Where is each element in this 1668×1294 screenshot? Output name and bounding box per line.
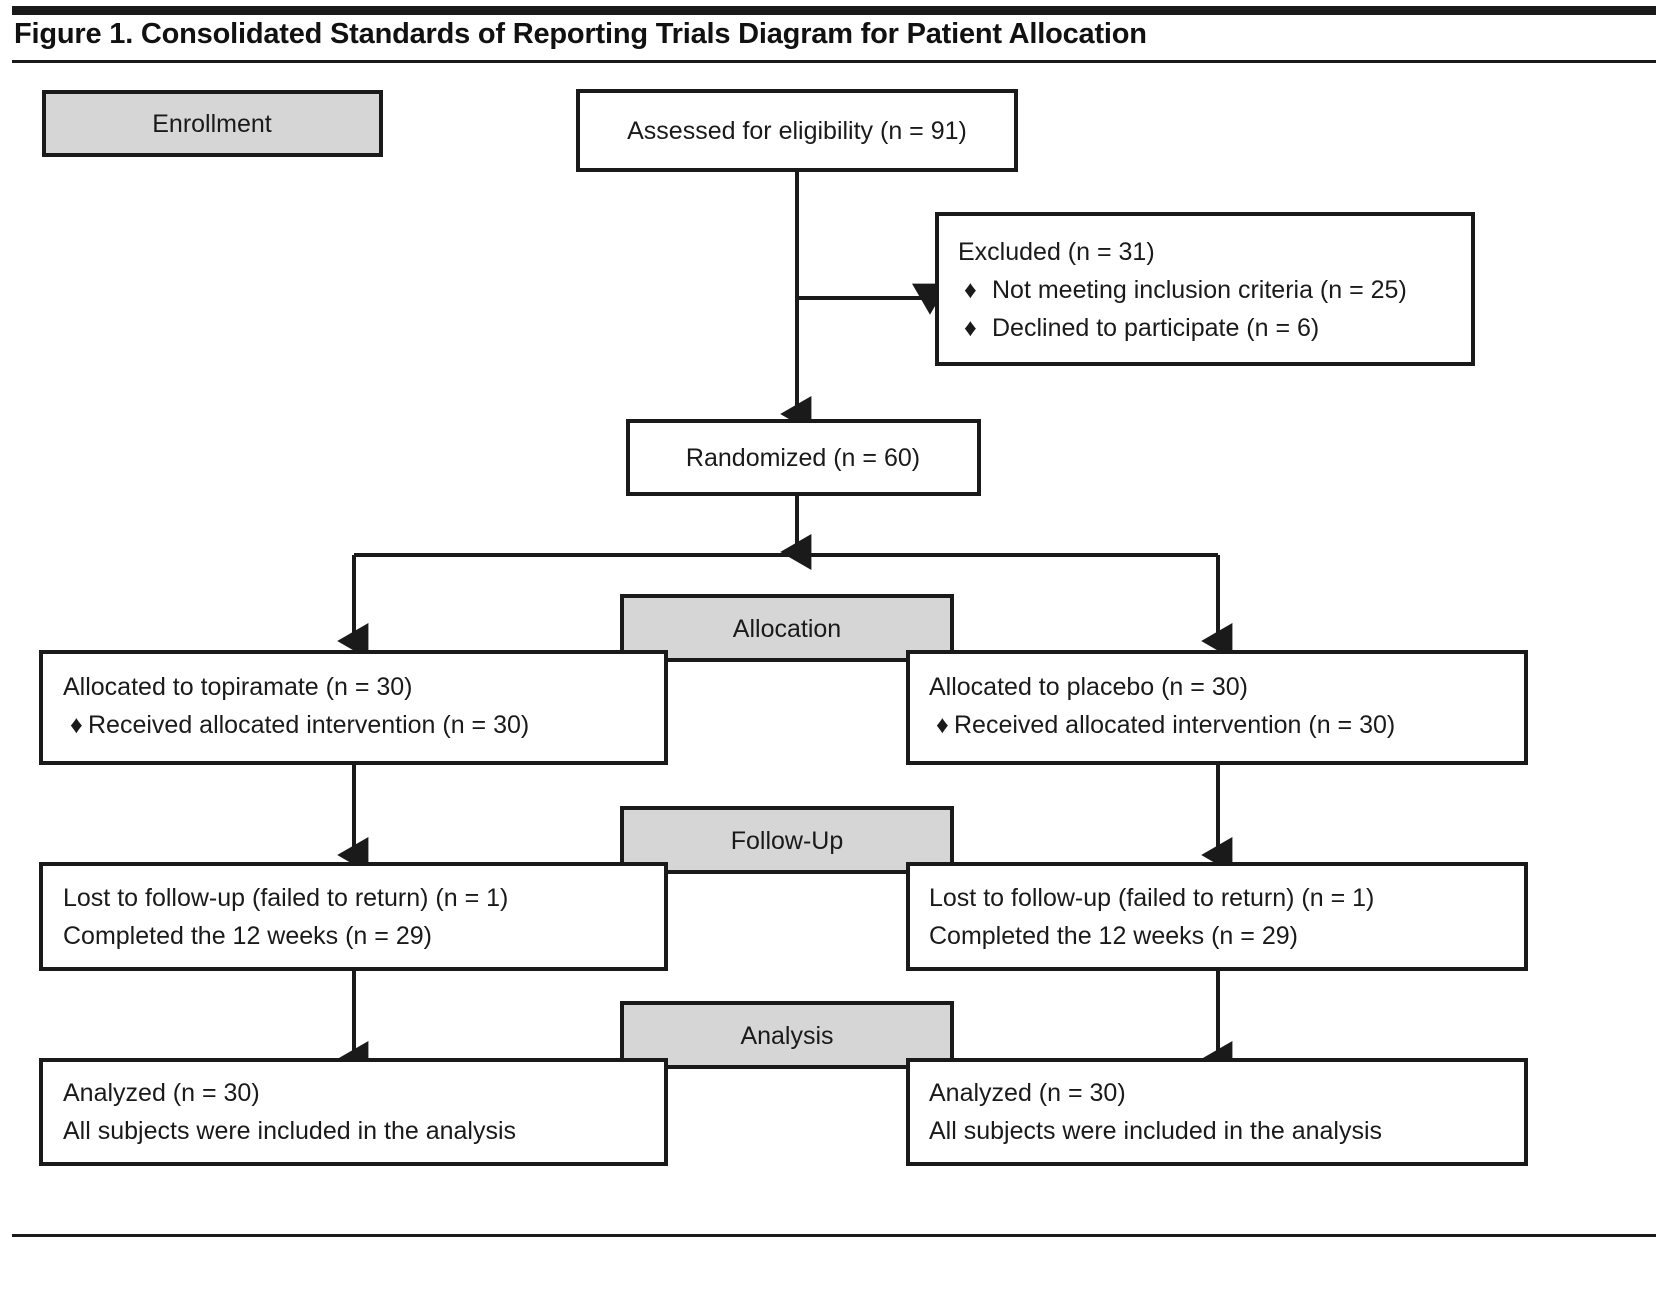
analysis-left-line-2: All subjects were included in the analys…: [63, 1117, 516, 1145]
analysis-right-line-1: Analyzed (n = 30): [929, 1079, 1126, 1107]
node-assessed-for-eligibility: Assessed for eligibility (n = 91): [576, 89, 1018, 172]
consort-flow-diagram: Enrollment Assessed for eligibility (n =…: [39, 89, 1528, 1166]
stage-label-analysis: Analysis: [740, 1022, 833, 1050]
stage-box-allocation: Allocation: [620, 594, 954, 662]
node-allocated-topiramate: Allocated to topiramate (n = 30) ♦ Recei…: [39, 650, 668, 765]
stage-box-analysis: Analysis: [620, 1001, 954, 1069]
node-followup-right: Lost to follow-up (failed to return) (n …: [906, 862, 1528, 971]
node-analysis-right: Analyzed (n = 30) All subjects were incl…: [906, 1058, 1528, 1166]
alloc-left-bullet-0-label: Received allocated intervention (n = 30): [88, 711, 529, 739]
stage-label-followup: Follow-Up: [731, 827, 844, 855]
followup-right-line-1: Lost to follow-up (failed to return) (n …: [929, 884, 1374, 912]
stage-box-followup: Follow-Up: [620, 806, 954, 874]
top-rule: [12, 6, 1656, 15]
assessed-label: Assessed for eligibility (n = 91): [627, 117, 967, 145]
randomized-label: Randomized (n = 60): [686, 444, 920, 472]
bottom-rule: [12, 1234, 1656, 1237]
alloc-right-bullet-0-label: Received allocated intervention (n = 30): [954, 711, 1395, 739]
analysis-right-line-2: All subjects were included in the analys…: [929, 1117, 1382, 1145]
analysis-left-line-1: Analyzed (n = 30): [63, 1079, 260, 1107]
node-analysis-left: Analyzed (n = 30) All subjects were incl…: [39, 1058, 668, 1166]
followup-right-line-2: Completed the 12 weeks (n = 29): [929, 922, 1298, 950]
excluded-bullet-1-marker: ♦: [964, 314, 977, 342]
node-followup-left: Lost to follow-up (failed to return) (n …: [39, 862, 668, 971]
followup-left-line-1: Lost to follow-up (failed to return) (n …: [63, 884, 508, 912]
node-allocated-placebo: Allocated to placebo (n = 30) ♦ Received…: [906, 650, 1528, 765]
excluded-title: Excluded (n = 31): [958, 238, 1155, 266]
alloc-right-title: Allocated to placebo (n = 30): [929, 673, 1248, 701]
stage-label-allocation: Allocation: [733, 615, 841, 643]
excluded-bullet-0-label: Not meeting inclusion criteria (n = 25): [992, 276, 1407, 304]
excluded-bullet-1-label: Declined to participate (n = 6): [992, 314, 1319, 342]
alloc-right-bullet-0-marker: ♦: [936, 711, 949, 739]
followup-left-line-2: Completed the 12 weeks (n = 29): [63, 922, 432, 950]
stage-label-enrollment: Enrollment: [152, 110, 272, 138]
figure-title: Figure 1. Consolidated Standards of Repo…: [14, 18, 1147, 50]
title-underline-rule: [12, 60, 1656, 63]
excluded-bullet-0-marker: ♦: [964, 276, 977, 304]
node-randomized: Randomized (n = 60): [626, 419, 981, 496]
stage-box-enrollment: Enrollment: [42, 90, 383, 157]
alloc-left-title: Allocated to topiramate (n = 30): [63, 673, 413, 701]
node-excluded: Excluded (n = 31) ♦ Not meeting inclusio…: [935, 212, 1475, 366]
alloc-left-bullet-0-marker: ♦: [70, 711, 83, 739]
